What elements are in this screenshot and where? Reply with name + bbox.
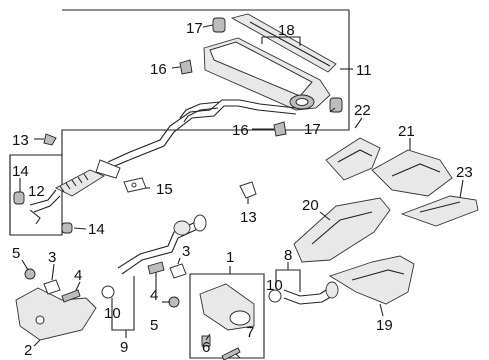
heat-shield-23 (400, 195, 479, 227)
callout-22: 22 (354, 102, 371, 119)
front-exhaust-pipe (117, 214, 207, 275)
callout-14-lower: 14 (88, 221, 105, 238)
bracket-15 (123, 177, 147, 193)
heat-shield-22 (325, 137, 381, 181)
heat-shield-20 (293, 197, 391, 263)
callout-11: 11 (356, 62, 372, 79)
callout-5-right: 5 (150, 317, 158, 334)
callout-23: 23 (456, 164, 473, 181)
callout-4-left: 4 (74, 267, 82, 284)
clamp-gasket (29, 209, 41, 225)
stud-4-right (147, 261, 165, 275)
callout-3-left: 3 (48, 249, 56, 266)
callout-5-left: 5 (12, 245, 20, 262)
nut-5-left (24, 268, 36, 280)
bolt-7 (221, 347, 241, 360)
callout-16-lower: 16 (232, 122, 249, 139)
callout-3-right: 3 (182, 243, 190, 260)
hanger-insulator-lower (61, 222, 73, 234)
hanger-13-left (43, 133, 57, 146)
callout-14-upper: 14 (12, 163, 29, 180)
catalytic-converter-box (189, 273, 265, 359)
callout-1: 1 (226, 249, 234, 266)
isolator-16-lower (273, 121, 287, 137)
hanger-insulator-upper (13, 191, 25, 205)
intermediate-pipe-assembly (95, 99, 297, 179)
assembly-box-left-extension (9, 155, 62, 236)
leader-lines (19, 24, 464, 359)
callout-4-right: 4 (150, 287, 158, 304)
callout-7: 7 (246, 324, 254, 341)
callout-8: 8 (284, 247, 292, 264)
isolator-16-upper (179, 59, 193, 75)
callout-16-upper: 16 (150, 61, 167, 78)
callout-12: 12 (28, 183, 45, 200)
clip-6 (201, 335, 211, 347)
callout-15: 15 (156, 181, 173, 198)
downpipe-8 (283, 281, 339, 305)
heat-shield-21 (371, 149, 453, 197)
callout-18: 18 (278, 22, 295, 39)
catalytic-converter (199, 283, 255, 331)
muffler-heat-shield (230, 13, 337, 73)
front-pipe-flex-section (29, 169, 105, 213)
bracket-13-center (239, 181, 257, 199)
exhaust-manifold (15, 287, 97, 341)
callout-20: 20 (302, 197, 319, 214)
rear-muffler (203, 37, 331, 111)
callout-13-left: 13 (12, 132, 29, 149)
callout-10-left: 10 (104, 305, 121, 322)
clamp-10-right (268, 289, 282, 303)
callout-10-right: 10 (266, 277, 283, 294)
callout-13-center: 13 (240, 209, 257, 226)
callout-6: 6 (202, 339, 210, 356)
hanger-17-upper (212, 17, 226, 33)
nut-5-right (168, 296, 180, 308)
callout-9: 9 (120, 339, 128, 356)
callout-21: 21 (398, 123, 415, 140)
gasket-3-right (169, 263, 187, 279)
callout-17-lower: 17 (304, 121, 321, 138)
clamp-10-left (101, 285, 115, 299)
heat-shield-19 (328, 255, 415, 305)
callout-2: 2 (24, 342, 32, 359)
hanger-17-lower (329, 97, 343, 113)
callout-19: 19 (376, 317, 393, 334)
gasket-3-left (43, 279, 61, 295)
callout-17-upper: 17 (186, 20, 203, 37)
stud-4-left (61, 289, 81, 303)
